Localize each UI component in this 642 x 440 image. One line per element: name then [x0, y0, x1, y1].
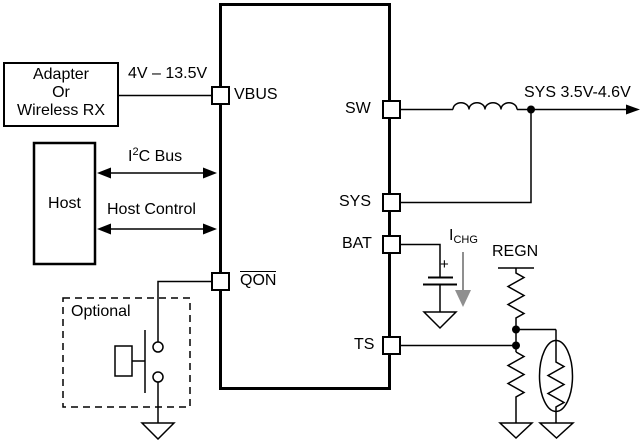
pin-square-ts: [382, 336, 401, 355]
pin-square-vbus: [211, 86, 230, 105]
bat-wire: [399, 243, 441, 278]
i2c-prefix: I: [128, 148, 133, 165]
pin-square-sw: [382, 100, 401, 119]
regn-label: REGN: [492, 243, 539, 260]
pin-label-sw: SW: [345, 100, 371, 117]
ground-symbol-button: [140, 422, 176, 440]
host-control-arrow: [97, 223, 217, 235]
battery-plus-sign: +: [440, 256, 449, 273]
pin-label-ts: TS: [354, 336, 375, 353]
pin-label-bat: BAT: [342, 235, 372, 252]
sys-feedback-wire: [399, 109, 532, 204]
pin-label-vbus: VBUS: [234, 86, 278, 103]
ground-symbol-divider: [498, 422, 534, 440]
optional-dashed-box: [62, 297, 191, 408]
host-box-label: Host: [48, 195, 81, 212]
optional-label: Optional: [71, 303, 131, 320]
ground-symbol-battery: [422, 311, 458, 330]
i2c-suffix: C Bus: [138, 148, 183, 165]
ground-symbol-thermistor: [538, 422, 575, 440]
push-button: [114, 330, 164, 393]
resistor-upper: [506, 268, 526, 352]
host-control-label: Host Control: [107, 201, 196, 218]
sys-output-label: SYS 3.5V-4.6V: [524, 84, 631, 101]
adapter-line3: Wireless RX: [16, 101, 105, 119]
sys-output-arrowhead: [626, 104, 640, 115]
ichg-prefix: I: [449, 227, 454, 244]
divider-junction-dot-lower: [512, 341, 520, 350]
pin-square-bat: [382, 235, 401, 254]
i2c-bus-arrow: [97, 167, 217, 179]
adapter-line2: Or: [52, 83, 70, 101]
ichg-arrow: [455, 252, 471, 307]
adapter-box: [3, 62, 119, 127]
adapter-box-label: Adapter Or Wireless RX: [4, 66, 118, 120]
pin-square-qon: [211, 272, 230, 291]
battery-symbol: [423, 276, 457, 312]
vbus-input-range-label: 4V – 13.5V: [128, 65, 208, 82]
charger-ic-body: [219, 3, 391, 390]
ichg-subscript: CHG: [453, 234, 478, 246]
ichg-label: ICHG: [449, 227, 478, 246]
thermistor: [538, 329, 574, 423]
pin-label-sys: SYS: [339, 193, 372, 210]
i2c-superscript: 2: [132, 146, 139, 158]
inductor: [452, 102, 518, 110]
i2c-bus-label: I2C Bus: [128, 146, 182, 166]
adapter-line1: Adapter: [32, 66, 90, 83]
host-box: [32, 141, 97, 266]
resistor-lower: [506, 351, 526, 423]
qon-wire: [157, 280, 214, 342]
pin-label-qon: QON: [240, 271, 277, 289]
pin-square-sys: [382, 193, 401, 212]
